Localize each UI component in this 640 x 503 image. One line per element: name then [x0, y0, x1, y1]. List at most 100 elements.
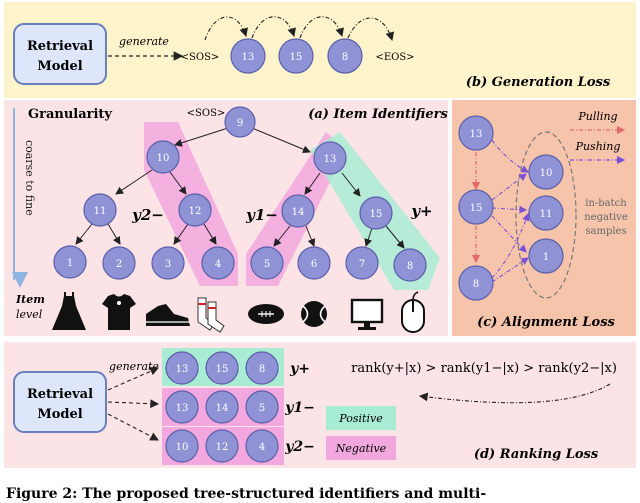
rank-node: [205, 390, 239, 424]
tree-edge: [203, 223, 217, 245]
pulling-label: Pulling: [577, 110, 617, 123]
pushing-arrow: [491, 173, 527, 201]
tree-node-label: 7: [359, 259, 365, 270]
tree-edge: [251, 127, 311, 154]
negatives-line3: samples: [585, 226, 626, 237]
negative-node: [528, 238, 564, 274]
negative-node-label: 11: [540, 209, 553, 220]
autoregressive-arrow: [204, 16, 248, 41]
negatives-line2: negative: [584, 212, 628, 223]
negative-legend: [326, 436, 396, 460]
granularity-label: Granularity: [28, 107, 112, 122]
pushing-arrow: [491, 205, 528, 214]
dress-icon: [52, 292, 86, 330]
item-level-line1: Item: [15, 293, 45, 306]
positive-legend-label: Positive: [338, 412, 383, 425]
generation-loss-caption: (b) Generation Loss: [466, 75, 611, 90]
panel-ranking-loss: Retrieval Model generate 13 15 8 13 14 5…: [4, 342, 636, 468]
model-title-line1: Retrieval: [27, 39, 93, 54]
item-identifiers-caption: (a) Item Identifiers: [308, 107, 448, 122]
rank-node-label: 12: [216, 442, 229, 453]
rank-order-arrow: [418, 383, 611, 404]
y1-minus-label: y1−: [245, 206, 278, 224]
tree-sos: <SOS>: [187, 108, 226, 119]
tree-node-label: 12: [189, 206, 202, 217]
tree-node: [83, 193, 117, 227]
align-node: [458, 189, 494, 225]
item-level-line2: level: [16, 308, 43, 321]
tree-edges: [75, 127, 405, 249]
tree-edge: [75, 223, 93, 245]
pushing-label: Pushing: [575, 140, 621, 153]
figure-caption: Figure 2: The proposed tree-structured i…: [6, 486, 486, 502]
negative-node-label: 10: [540, 168, 553, 179]
ranking-generate-label: generate: [109, 360, 159, 373]
tree-node-label: 10: [157, 153, 170, 164]
tree-node-label: 5: [264, 259, 270, 270]
ranking-model-title-line2: Model: [37, 407, 82, 422]
tree-edge: [304, 172, 321, 195]
monitor-icon: [350, 298, 384, 330]
football-icon: [248, 304, 284, 324]
rank-node-label: 4: [259, 442, 265, 453]
rank-node: [165, 390, 199, 424]
mouse-icon: [401, 291, 425, 333]
pushing-arrow: [491, 212, 530, 279]
tree-edge: [341, 172, 361, 197]
tree-edge: [364, 227, 373, 247]
tree-node-label: 9: [237, 118, 243, 129]
generate-arrow: [107, 399, 160, 409]
pushing-arrow: [491, 215, 527, 253]
generate-arrow: [107, 413, 159, 441]
rank-node: [165, 351, 199, 385]
autoregressive-arrow: [299, 16, 344, 39]
gen-token-node: [327, 38, 363, 74]
ranking-model-box: [13, 371, 107, 433]
tree-node-label: 15: [370, 209, 383, 220]
positive-legend: [326, 406, 396, 430]
panel-item-identifiers: Granularity coarse to fine <SOS> (a) Ite…: [4, 100, 448, 336]
align-node: [458, 115, 494, 151]
rank-node-label: 13: [176, 403, 189, 414]
tennis-ball-icon: [301, 301, 327, 327]
row-label-y1: y1−: [284, 400, 315, 416]
rank-node-label: 8: [259, 364, 265, 375]
rank-node-label: 15: [216, 364, 229, 375]
tree-node-label: 4: [215, 259, 221, 270]
row-label-y2: y2−: [284, 439, 315, 455]
ranking-loss-caption: (d) Ranking Loss: [474, 447, 599, 462]
generation-panel-bg: [4, 2, 636, 98]
rank-node: [245, 390, 279, 424]
socks-icon: [197, 297, 225, 333]
tree-edge: [169, 171, 187, 195]
gen-token-node: [278, 38, 314, 74]
tree-node: [146, 140, 180, 174]
rank-node: [205, 429, 239, 463]
y-plus-label: y+: [410, 202, 432, 220]
tree-node: [313, 141, 347, 175]
align-node-label: 15: [470, 203, 483, 214]
model-title-line2: Model: [37, 59, 82, 74]
rank-node: [165, 429, 199, 463]
negatives-line1: in-batch: [585, 198, 627, 209]
negative-node: [528, 195, 564, 231]
tree-node: [53, 245, 87, 279]
ranking-model-title-line1: Retrieval: [27, 387, 93, 402]
align-node: [458, 265, 494, 301]
tree-node: [359, 196, 393, 230]
rank-node-label: 13: [176, 364, 189, 375]
tree-node: [345, 246, 379, 280]
panel-alignment-loss: 13 15 8 10 11 1 Pulling Pushing in-batch…: [452, 100, 636, 336]
rank-node: [245, 351, 279, 385]
gen-token-label: 8: [342, 52, 348, 63]
y2-minus-label: y2−: [131, 206, 164, 224]
tree-edge: [174, 127, 229, 147]
tree-edge: [385, 225, 405, 249]
generate-label: generate: [119, 35, 169, 48]
gen-token-label: 15: [290, 52, 303, 63]
tree-node-label: 1: [67, 258, 73, 269]
tree-node-label: 13: [324, 154, 337, 165]
tree-node: [281, 194, 315, 228]
coarse-to-fine-label: coarse to fine: [23, 140, 36, 216]
